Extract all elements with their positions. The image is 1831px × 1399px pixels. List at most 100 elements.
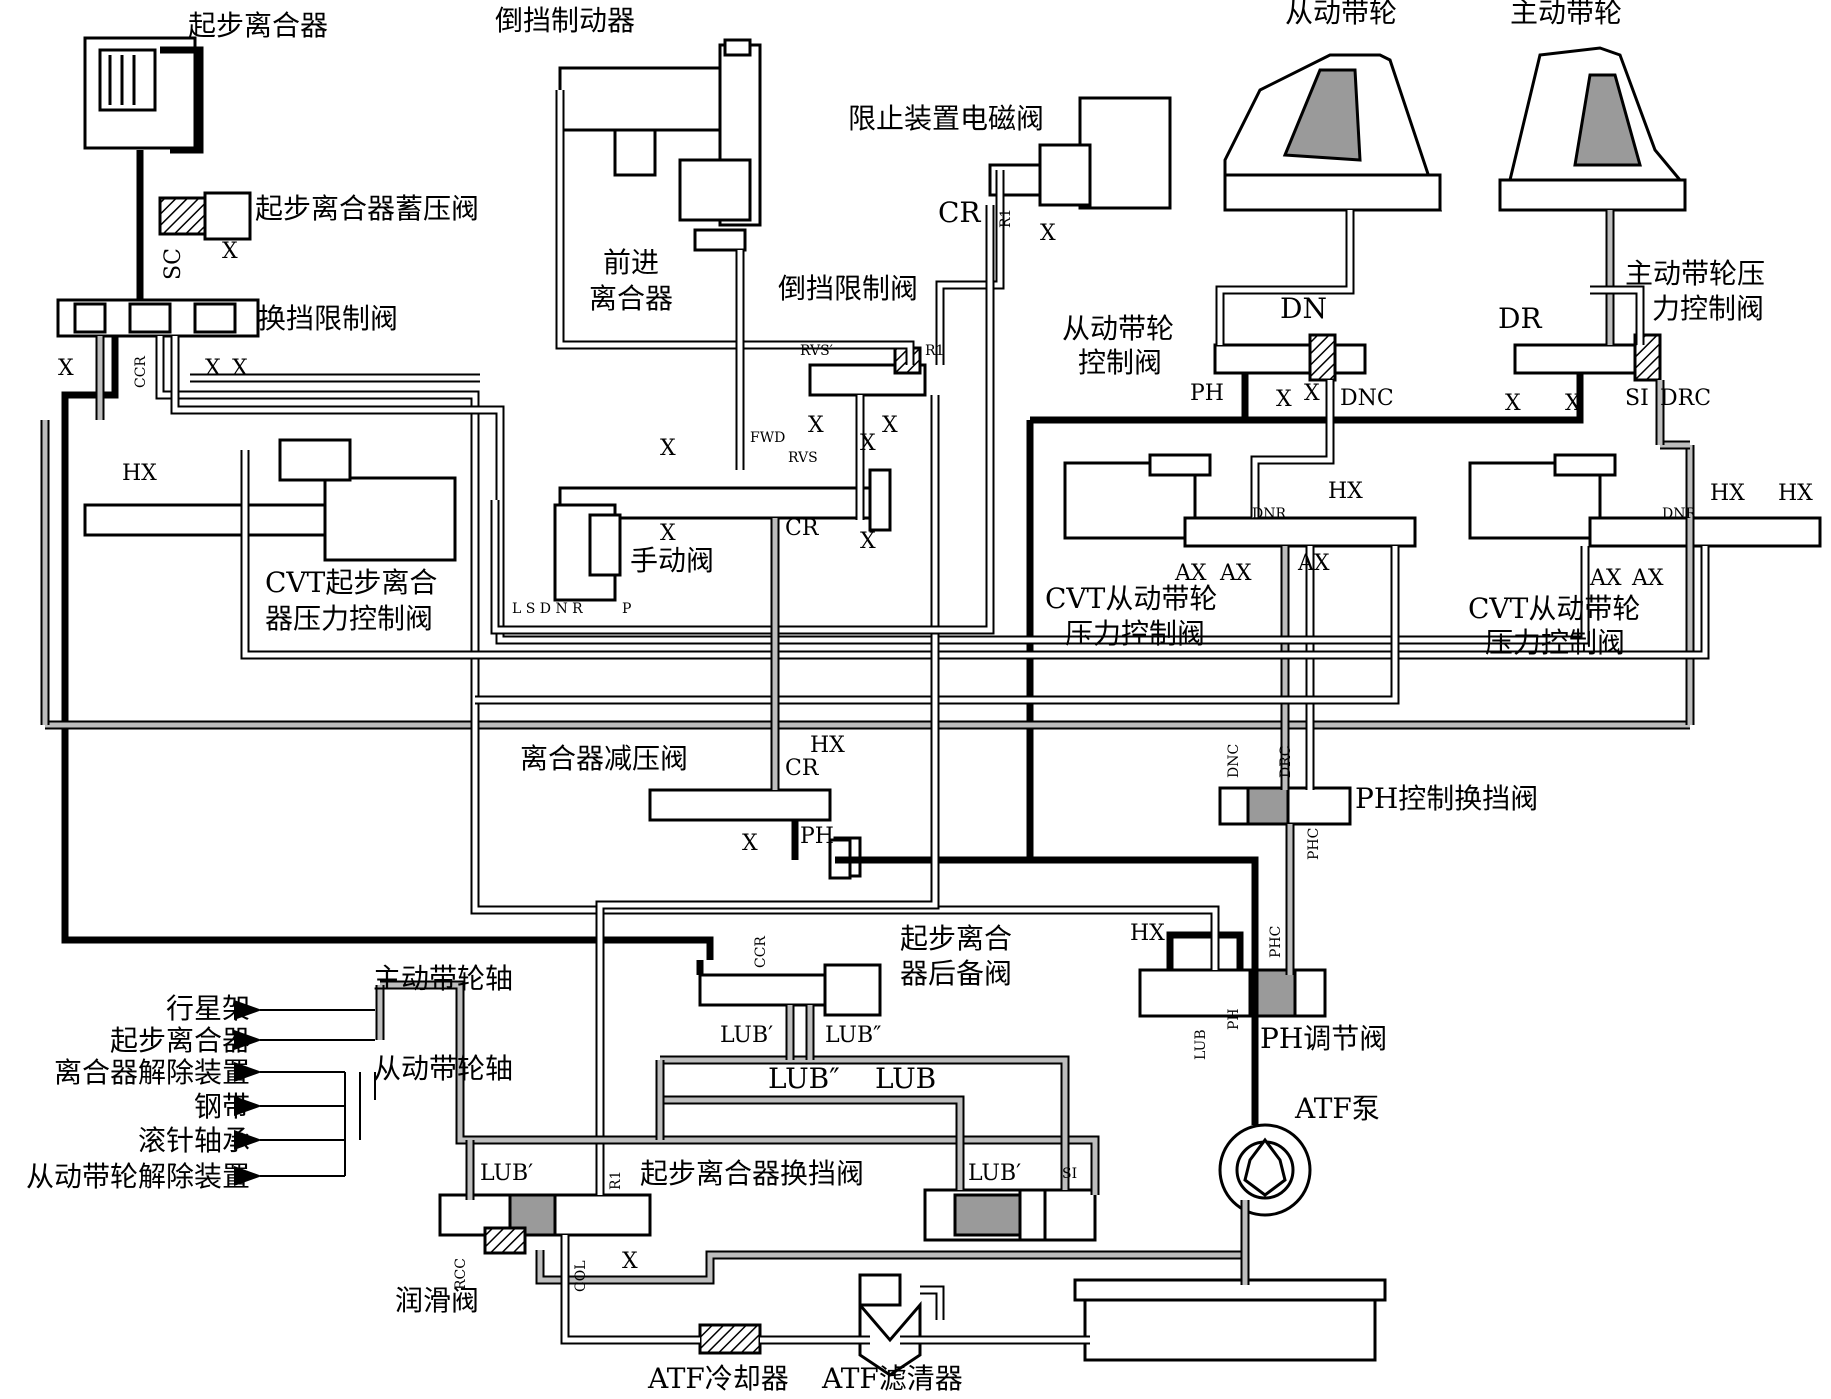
atf-sump <box>1073 1278 1387 1362</box>
start-clutch-shift-valve-body <box>438 1193 652 1255</box>
code-x-14: X <box>742 831 758 856</box>
label-accumulator: 起步离合器蓄压阀 <box>255 192 479 225</box>
code-si-2: SI <box>1062 1166 1077 1182</box>
code-lub-prime-1: LUB′ <box>720 1023 773 1048</box>
code-hx-2: HX <box>1328 479 1363 504</box>
start-clutch-backup-valve-body <box>698 963 882 1017</box>
code-dnr-1: DNR <box>1252 506 1286 522</box>
code-ccr-2: CCR <box>753 936 769 968</box>
code-lub-prime-3: LUB′ <box>968 1161 1021 1186</box>
label-reverse-limit: 倒挡限制阀 <box>778 272 918 305</box>
accumulator-valve <box>158 191 252 241</box>
label-backup-1: 起步离合 <box>900 922 1012 955</box>
output-2: 离合器解除装置 <box>54 1056 250 1089</box>
code-phc-2: PHC <box>1268 926 1284 958</box>
label-ph-regulator: PH调节阀 <box>1260 1022 1387 1055</box>
code-ph-1: PH <box>1190 381 1224 406</box>
code-ax-5: AX <box>1631 566 1664 591</box>
output-arrows <box>234 985 385 1186</box>
code-x-8: X <box>660 521 676 546</box>
code-lub-dprime-2: LUB″ <box>768 1062 840 1095</box>
code-dnc-1: DNC <box>1340 386 1394 411</box>
code-si-1: SI <box>1625 386 1649 411</box>
label-reverse-brake: 倒挡制动器 <box>495 4 635 37</box>
label-cvt-start-1: CVT起步离合 <box>265 566 437 599</box>
code-dr: DR <box>1498 302 1542 335</box>
code-x-13: X <box>1565 391 1581 416</box>
code-p: P <box>622 601 631 617</box>
label-drive-shaft: 主动带轮轴 <box>373 962 513 995</box>
code-x-5: X <box>860 431 876 456</box>
component-labels: 起步离合器 倒挡制动器 从动带轮 主动带轮 限止装置电磁阀 起步离合器蓄压阀 换… <box>188 0 1765 1395</box>
code-cr-2: CR <box>785 516 820 541</box>
label-start-clutch: 起步离合器 <box>188 9 328 42</box>
label-cvt-driven-2b: 压力控制阀 <box>1485 626 1625 659</box>
code-ccr-1: CCR <box>133 356 149 388</box>
code-x-sol: X <box>1040 221 1056 246</box>
code-hx-6: HX <box>1130 921 1165 946</box>
main-line-thick <box>61 150 1584 1125</box>
code-x-3: X <box>232 356 248 381</box>
code-dnr-2: DNR <box>1662 506 1696 522</box>
label-driven-ctrl-2: 控制阀 <box>1078 346 1162 379</box>
label-cvt-start-2: 器压力控制阀 <box>265 602 433 635</box>
code-dnc-2: DNC <box>1226 744 1242 778</box>
code-rvs-prime: RVS′ <box>800 343 833 359</box>
drive-pulley-assembly <box>1498 46 1687 212</box>
code-x-4: X <box>808 413 824 438</box>
cvt-driven-valve-2-body <box>1468 453 1822 548</box>
code-x-2: X <box>205 356 221 381</box>
label-ph-control-shift: PH控制换挡阀 <box>1355 782 1538 815</box>
label-cvt-driven-1a: CVT从动带轮 <box>1045 582 1217 615</box>
code-lub-prime-2: LUB′ <box>480 1161 533 1186</box>
label-driven-ctrl-1: 从动带轮 <box>1062 312 1174 345</box>
label-clutch-reducing: 离合器减压阀 <box>520 742 688 775</box>
label-forward-clutch-1: 前进 <box>603 246 659 279</box>
output-5: 从动带轮解除装置 <box>26 1160 250 1193</box>
code-x-15: X <box>622 1249 638 1274</box>
code-x-10: X <box>1276 387 1292 412</box>
stop-solenoid-body <box>988 96 1172 210</box>
code-ax-1: AX <box>1174 561 1207 586</box>
code-sc: SC <box>161 248 186 280</box>
lub-shift-valve-body <box>923 1188 1097 1242</box>
code-ax-3: AX <box>1297 551 1330 576</box>
code-drc-1: DRC <box>1660 386 1711 411</box>
shift-limit-valve-body <box>56 298 260 338</box>
label-drive-pulley: 主动带轮 <box>1510 0 1622 29</box>
label-cvt-driven-1b: 压力控制阀 <box>1065 617 1205 650</box>
code-hx-5: HX <box>810 733 845 758</box>
reverse-brake-assembly <box>558 38 762 252</box>
code-x-11: X <box>1304 381 1320 406</box>
label-atf-pump: ATF泵 <box>1294 1092 1380 1125</box>
label-stop-solenoid: 限止装置电磁阀 <box>848 102 1044 135</box>
cvt-driven-valve-1-body <box>1063 453 1417 548</box>
label-manual-valve: 手动阀 <box>630 544 714 577</box>
code-ax-2: AX <box>1219 561 1252 586</box>
label-backup-2: 器后备阀 <box>900 957 1012 990</box>
port-codes: SC X X X X HX CCR CR R1 X RVS′ R1 FWD RV… <box>58 196 1813 1292</box>
code-r1-3: R1 <box>608 1171 624 1190</box>
output-1: 起步离合器 <box>110 1024 250 1057</box>
start-clutch-assembly <box>83 36 204 154</box>
atf-cooler-body <box>698 1323 762 1355</box>
code-r1-1: R1 <box>998 209 1014 228</box>
ph-control-shift-valve-body <box>1218 786 1352 826</box>
code-manual-pos: L S D N R <box>512 601 583 617</box>
code-ph-2: PH <box>800 824 834 849</box>
code-rvs: RVS <box>788 450 818 466</box>
driven-pulley-control-valve-body <box>1213 333 1367 382</box>
label-shift-valve: 起步离合器换挡阀 <box>640 1157 864 1190</box>
label-cvt-driven-2a: CVT从动带轮 <box>1468 592 1640 625</box>
code-fwd: FWD <box>750 430 785 446</box>
output-3: 钢带 <box>194 1090 250 1123</box>
code-x-7: X <box>660 436 676 461</box>
code-lub-1: LUB <box>1193 1029 1209 1060</box>
drive-pulley-pressure-valve-body <box>1513 333 1662 382</box>
label-driven-pulley: 从动带轮 <box>1285 0 1397 29</box>
code-phc-1: PHC <box>1306 828 1322 860</box>
atf-filter-body <box>858 1273 922 1377</box>
output-0: 行星架 <box>166 992 250 1025</box>
